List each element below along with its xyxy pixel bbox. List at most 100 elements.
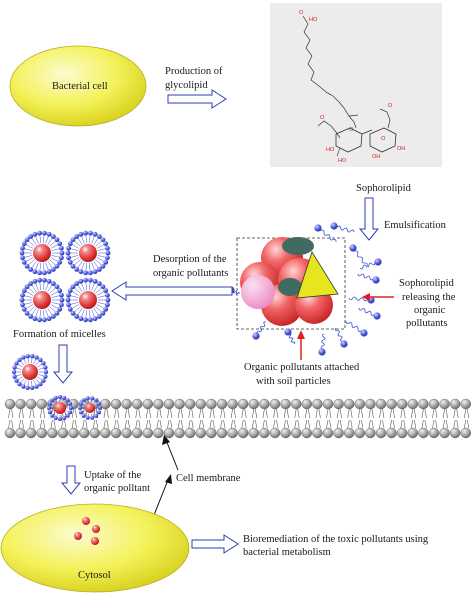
production-label-line2: glycolipid: [165, 80, 208, 91]
lipid-head: [333, 427, 344, 439]
lipid-head: [354, 398, 365, 410]
ring-oxygen-2: O: [381, 136, 386, 142]
surfactant-head: [252, 332, 260, 340]
lipid-head: [301, 398, 312, 410]
sophorolipid-structure: O HO O O O O HO HO OH OH: [270, 3, 442, 167]
surfactant-head: [284, 328, 292, 336]
surfactant-molecule: [334, 327, 348, 348]
teal-pollutant-middle: [278, 278, 302, 296]
lipid-head: [206, 427, 217, 439]
pollutant-core: [22, 364, 38, 380]
lipid-head: [259, 427, 270, 439]
lipid-head: [15, 427, 26, 439]
surfactant-molecule: [349, 244, 368, 267]
surfactant-molecule: [318, 333, 326, 356]
lipid-head: [100, 427, 111, 439]
lipid-head: [131, 427, 143, 439]
acid-oxygen-label: O: [299, 10, 304, 16]
lipid-head: [460, 398, 471, 410]
lipid-head: [227, 398, 238, 410]
lipid-head: [344, 398, 355, 410]
lipid-head: [322, 427, 334, 439]
lipid-head: [344, 427, 355, 439]
pollutant-core: [54, 402, 66, 414]
lipid-head: [4, 427, 16, 439]
lipid-head: [365, 427, 376, 439]
sophorolipid-label: Sophorolipid: [356, 183, 412, 194]
bioremediation-label-line2: bacterial metabolism: [243, 547, 331, 558]
lipid-head: [131, 398, 143, 410]
hydroxyl-label-3: OH: [372, 154, 380, 160]
surfactant-head: [314, 224, 322, 232]
teal-pollutant-top: [282, 237, 314, 255]
lipid-head: [312, 427, 323, 439]
lipid-head: [121, 398, 132, 410]
hydroxyl-label-2: HO: [338, 158, 347, 164]
lipid-head: [259, 398, 270, 410]
surfactant-head: [360, 329, 368, 337]
desorption-label-line2: organic pollutants: [153, 268, 228, 279]
lipid-head: [407, 398, 418, 410]
lipid-head: [110, 398, 122, 410]
lipid-head: [174, 427, 185, 439]
uptake-down-arrow: [60, 465, 82, 495]
lipid-head: [163, 398, 175, 410]
lipid-head: [174, 398, 185, 410]
soil-particle-cluster: [236, 237, 346, 330]
acetyl-oxygen-right: O: [388, 103, 393, 109]
micelle: [47, 395, 73, 421]
sophorolipid-down-arrow: [358, 197, 380, 241]
bioremediation-label-line1: Bioremediation of the toxic pollutants u…: [243, 534, 429, 545]
hydroxyl-label-1: HO: [326, 147, 335, 153]
lipid-head: [450, 427, 461, 439]
lipid-head: [375, 398, 387, 410]
micelle: [65, 277, 111, 323]
lipid-head: [142, 427, 154, 439]
lipid-head: [36, 427, 47, 439]
lipid-head: [15, 398, 26, 410]
ring-oxygen-1: O: [349, 127, 354, 133]
surfactant-head: [374, 258, 382, 266]
surfactant-molecule: [359, 258, 382, 270]
surfactant-molecule: [357, 273, 380, 284]
membrane-micelles: [11, 353, 102, 421]
surfactant-head: [318, 348, 326, 356]
lipid-head: [386, 398, 397, 410]
lipid-head: [248, 398, 260, 410]
lipid-head: [36, 398, 47, 410]
lipid-head: [280, 398, 291, 410]
lipid-head: [57, 427, 69, 439]
lipid-head: [142, 398, 154, 410]
lipid-head: [428, 427, 440, 439]
lipid-head: [291, 398, 302, 410]
pollutant-core: [33, 291, 51, 309]
lipid-head: [153, 398, 164, 410]
lipid-head: [333, 398, 344, 410]
desorption-label-line1: Desorption of the: [153, 254, 227, 265]
lipid-head: [110, 427, 122, 439]
lipid-head: [227, 427, 238, 439]
lipid-head: [237, 427, 249, 439]
lipid-head: [26, 398, 37, 410]
surfactant-head: [349, 244, 357, 252]
surfactant-molecules: [227, 222, 382, 356]
releasing-label-line3: organic: [414, 305, 446, 316]
lipid-head: [163, 427, 175, 439]
lipid-head: [386, 427, 397, 439]
lipid-head: [397, 427, 408, 439]
lipid-head: [450, 398, 461, 410]
releasing-label-line1: Sophorolipid: [399, 278, 455, 289]
lipid-head: [375, 427, 387, 439]
lipid-head: [237, 398, 249, 410]
bioremediation-arrow: [191, 534, 239, 554]
lipid-head: [301, 427, 312, 439]
lipid-head: [89, 427, 101, 439]
lipid-head: [418, 398, 429, 410]
micelle: [11, 353, 49, 391]
surfactant-head: [373, 312, 381, 320]
lipid-head: [397, 398, 408, 410]
lipid-head: [195, 398, 207, 410]
pollutant-core: [79, 244, 97, 262]
surfactant-molecule: [314, 224, 337, 243]
